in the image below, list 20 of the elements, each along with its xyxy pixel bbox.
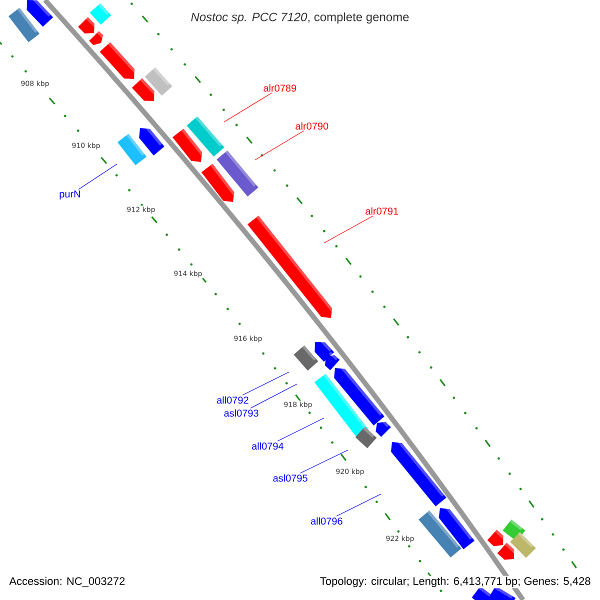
gene-label: all0796 [310,517,342,525]
gene-label: asl0795 [273,474,308,482]
accession-text: Accession: NC_003272 [9,576,125,588]
gene-label: all0794 [252,442,284,450]
leader-line [224,92,272,122]
leader-line [254,130,304,160]
gene-label: alr0790 [296,122,328,130]
leader-line [277,418,324,442]
leader-line [242,372,290,396]
leader-line [78,164,118,190]
gene-label: alr0789 [264,84,296,92]
leader-line [324,216,374,244]
gene-label: purN [60,190,80,200]
leader-line [336,494,382,516]
gene-label: all0792 [216,396,248,404]
leader-line [250,384,298,408]
title: Nostoc sp. PCC 7120, complete genome [191,12,409,24]
leader-line [300,450,348,474]
gene-label: alr0791 [366,207,398,215]
gene-label: asl0793 [224,409,258,417]
